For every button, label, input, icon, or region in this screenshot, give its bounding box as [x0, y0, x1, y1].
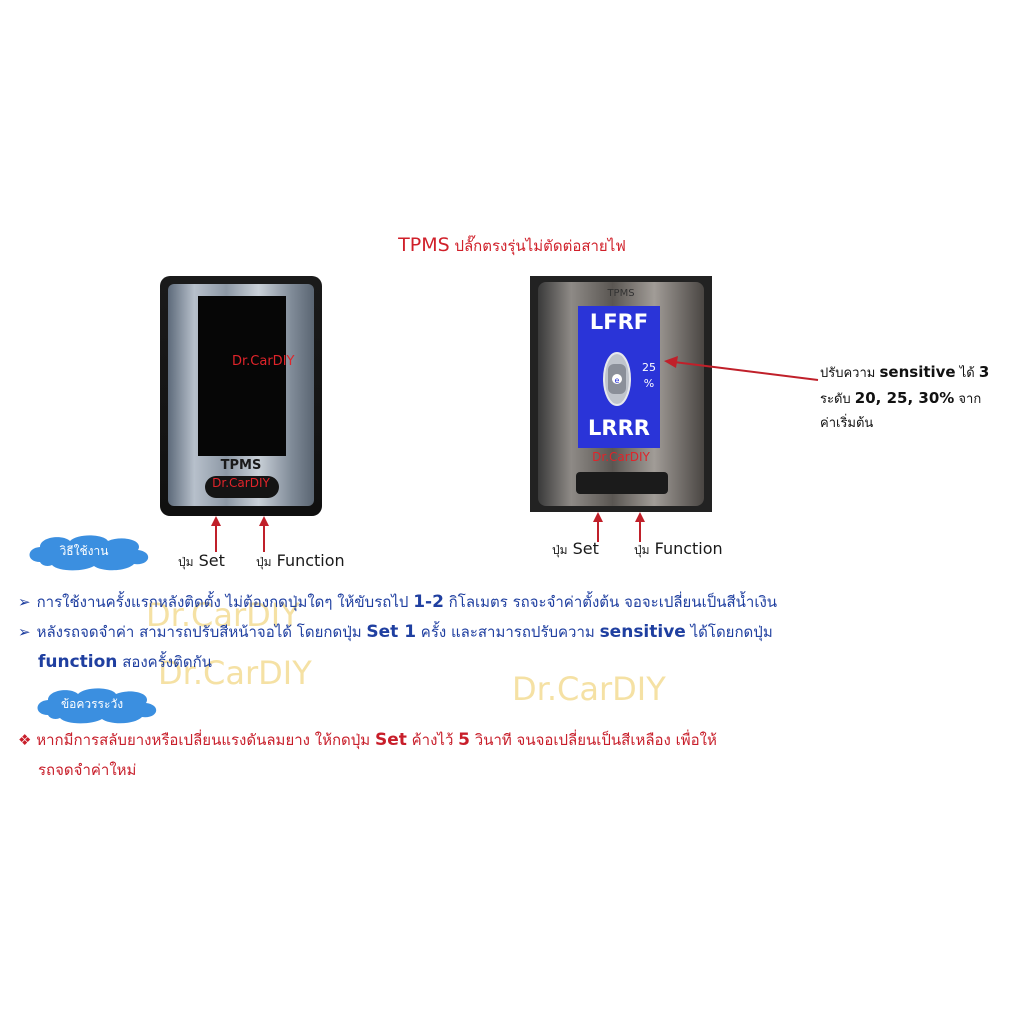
car-icon: e — [603, 352, 631, 406]
arrow-bullet-icon: ➢ — [18, 623, 31, 641]
instruction-item-2: ➢หลังรถจดจำค่า สามารถปรับสีหน้าจอได้ โดย… — [18, 622, 773, 642]
title-brand: TPMS — [398, 234, 450, 256]
caption-prefix: ปุ่ม — [634, 543, 650, 557]
title-rest: ปลั๊กตรงรุ่นไม่ตัดต่อสายไฟ — [454, 237, 626, 255]
device-screen-off — [198, 296, 286, 456]
caution-badge: ข้อควรระวัง — [30, 685, 157, 724]
note-arrow — [664, 356, 819, 381]
right-arrows — [593, 512, 645, 542]
sensitivity-note: ปรับความ sensitive ได้ 3 ระดับ 20, 25, 3… — [820, 360, 1020, 436]
usage-badge-label: วิธีใช้งาน — [59, 544, 109, 558]
watermark-2: Dr.CarDIY — [158, 654, 312, 692]
device-label: TPMS — [607, 288, 635, 299]
lcd-percent-value: 25 — [642, 361, 656, 374]
instruction-item-2-cont: function สองครั้งติดกัน — [38, 652, 212, 672]
caption-left-set: ปุ่ม Set — [178, 551, 225, 572]
diamond-bullet-icon: ❖ — [18, 731, 32, 749]
lcd-bottom-text: LRRR — [588, 416, 650, 440]
caption-label: Function — [654, 539, 723, 558]
instruction-item-1: ➢การใช้งานครั้งแรกหลังติดตั้ง ไม่ต้องกดป… — [18, 592, 778, 612]
cloud-shape — [29, 535, 149, 571]
caption-prefix: ปุ่ม — [178, 555, 194, 569]
caption-right-function: ปุ่ม Function — [634, 539, 723, 560]
device-button-bar — [576, 472, 668, 494]
device-button-bar — [205, 476, 279, 498]
note-line-3: ค่าเริ่มต้น — [820, 416, 874, 431]
cloud-shape — [37, 688, 157, 724]
device-lcd-screen: LFRF e 25 % LRRR — [578, 306, 660, 448]
caption-label: Set — [572, 539, 599, 558]
svg-text:e: e — [615, 376, 620, 385]
caption-label: Set — [198, 551, 225, 570]
caption-right-set: ปุ่ม Set — [552, 539, 599, 560]
arrow-bullet-icon: ➢ — [18, 593, 31, 611]
note-line-2: ระดับ 20, 25, 30% จาก — [820, 389, 982, 407]
page-title: TPMS ปลั๊กตรงรุ่นไม่ตัดต่อสายไฟ — [0, 234, 1024, 258]
left-arrows — [211, 516, 269, 552]
device-watermark: Dr.CarDIY — [232, 354, 295, 369]
caution-line-1: ❖ หากมีการสลับยางหรือเปลี่ยนแรงดันลมยาง … — [18, 730, 717, 750]
caution-line-2: รถจดจำค่าใหม่ — [38, 761, 137, 779]
caution-badge-label: ข้อควรระวัง — [60, 697, 124, 711]
usage-badge: วิธีใช้งาน — [22, 532, 149, 571]
watermark-1: Dr.CarDIY — [146, 596, 300, 634]
watermark-3: Dr.CarDIY — [512, 670, 666, 708]
device-watermark: Dr.CarDIY — [592, 450, 650, 464]
lcd-percent-sign: % — [643, 377, 655, 390]
tpms-device-off: Dr.CarDIY TPMS Dr.CarDIY — [160, 276, 322, 516]
lcd-percent: 25 % — [642, 360, 656, 392]
device-brand-label: TPMS — [220, 458, 262, 473]
tpms-device-on: TPMS LFRF e 25 % LRRR Dr.CarDIY — [530, 276, 712, 512]
caption-prefix: ปุ่ม — [552, 543, 568, 557]
device-watermark-2: Dr.CarDIY — [212, 476, 270, 490]
lcd-top-text: LFRF — [589, 310, 649, 334]
caption-left-function: ปุ่ม Function — [256, 551, 345, 572]
caption-prefix: ปุ่ม — [256, 555, 272, 569]
caption-label: Function — [276, 551, 345, 570]
note-line-1: ปรับความ sensitive ได้ 3 — [820, 363, 990, 381]
